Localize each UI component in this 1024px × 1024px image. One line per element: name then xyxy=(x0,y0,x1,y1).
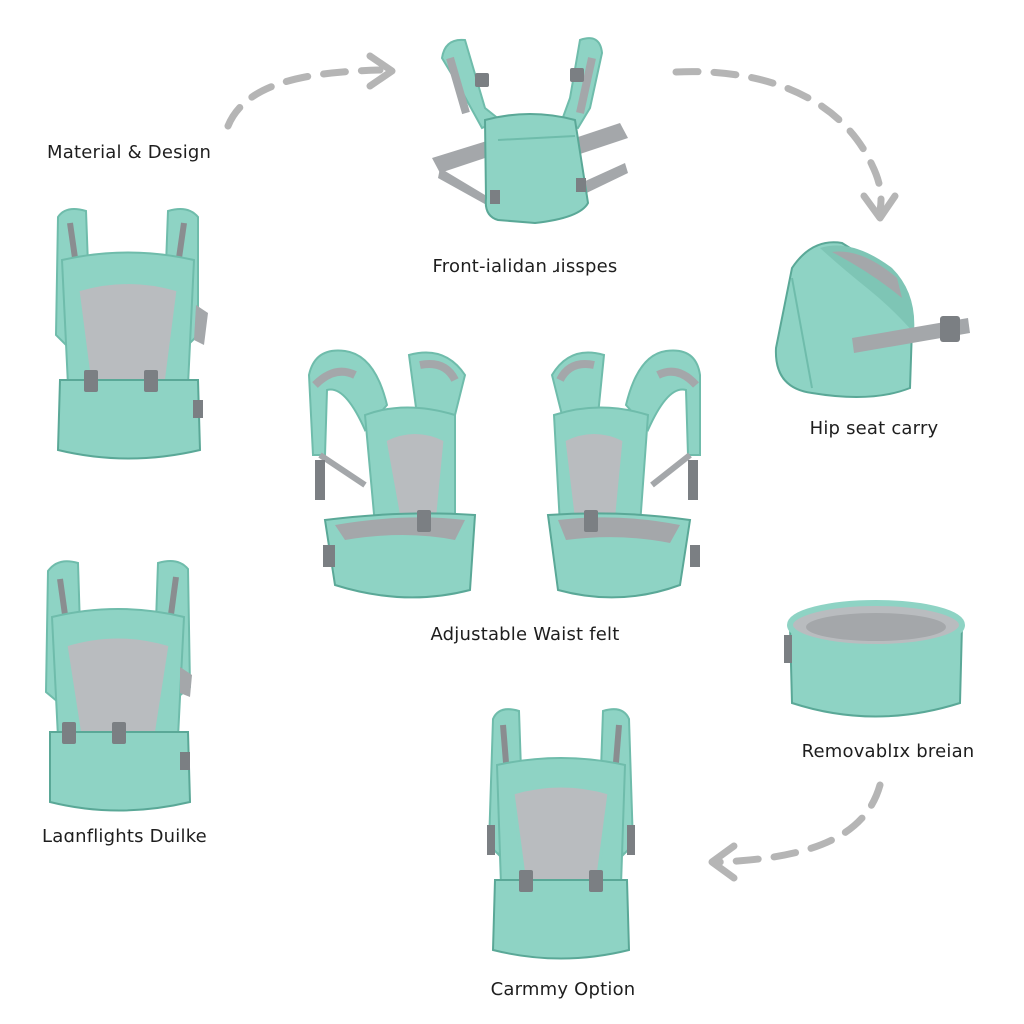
removable-label: Removablɪx breian xyxy=(801,741,975,762)
front-facing-label: Front-ialidan ɹisspes xyxy=(432,256,618,277)
adjustable-waist-label: Adjustable Waist felt xyxy=(430,624,620,645)
front-harness-image xyxy=(432,37,628,225)
carrier-side-view-right-image xyxy=(546,349,701,599)
carry-option-label: Carmmy Option xyxy=(490,979,636,1000)
material-design-label: Material & Design xyxy=(47,142,212,163)
carrier-side-view-left-image xyxy=(307,349,477,599)
carrier-lightweight-image xyxy=(44,560,192,812)
carrier-option-image xyxy=(487,708,635,960)
hip-seat-label: Hip seat carry xyxy=(809,418,939,439)
carrier-front-view-image xyxy=(54,208,208,460)
hip-seat-image xyxy=(774,241,970,398)
lightweight-label: Laɑnflights Duilke xyxy=(42,826,207,847)
removable-pad-image xyxy=(784,600,965,718)
